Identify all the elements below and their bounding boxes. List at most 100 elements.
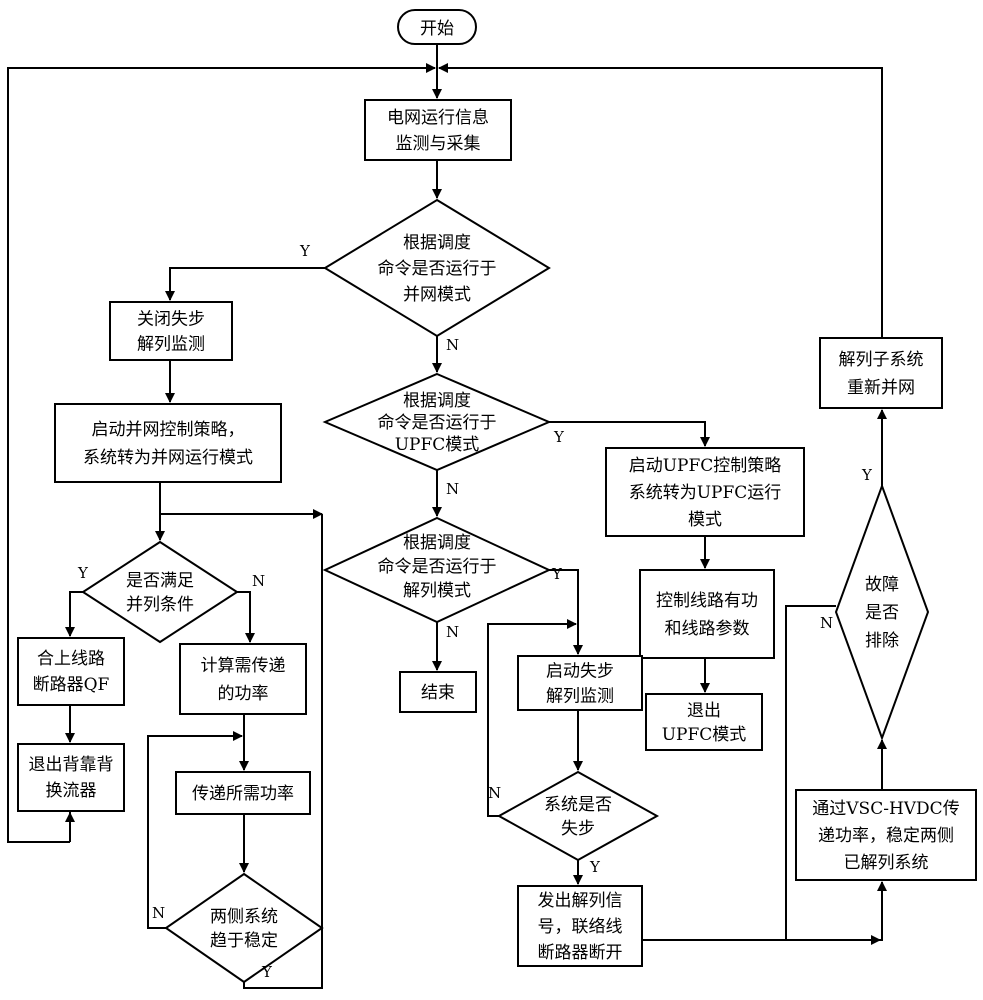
decision-parallel-diamond	[81, 540, 239, 644]
node-resync-line: 重新并网	[847, 378, 915, 398]
close-monitor-box	[109, 301, 233, 361]
node-decision-parallel-line: 并列条件	[126, 595, 194, 615]
node-send-split-line: 号，联络线	[538, 917, 623, 937]
node-decision-split-line: 解列模式	[403, 581, 471, 601]
label-oos-yes: Y	[589, 858, 601, 876]
edge-left-feedback	[7, 63, 436, 843]
node-start-oos-line: 启动失步	[546, 662, 614, 682]
node-start-upfc-text: 启动UPFC控制策略系统转为UPFC运行模式	[629, 456, 782, 530]
vsc-hvdc-box	[795, 789, 977, 881]
node-transfer-power-line: 传递所需功率	[192, 784, 294, 804]
node-monitor-text: 电网运行信息监测与采集	[387, 108, 489, 154]
edge-stable-no	[147, 731, 243, 929]
node-start-upfc-line: 模式	[688, 510, 722, 530]
label-fault-yes: Y	[861, 466, 873, 484]
edge-upfc-yes	[549, 421, 710, 447]
node-decision-oos-text: 系统是否失步	[544, 795, 612, 839]
label-parallel-yes: Y	[77, 564, 89, 582]
label-stable-no: N	[152, 904, 165, 922]
node-start-upfc-line: 系统转为UPFC运行	[629, 483, 782, 503]
node-decision-fault-line: 排除	[865, 631, 899, 651]
node-monitor-line: 电网运行信息	[387, 108, 489, 128]
node-decision-stable-line: 两侧系统	[210, 907, 278, 927]
node-start-line: 开始	[420, 19, 454, 39]
node-ctrl-line-line: 和线路参数	[665, 619, 750, 639]
node-send-split-line: 发出解列信	[538, 891, 623, 911]
edge-parallel-yes	[65, 591, 83, 637]
edge-grid-yes	[165, 267, 325, 301]
decision-fault-diamond	[834, 483, 930, 741]
close-breaker-box	[17, 637, 125, 706]
edge-split-vsc	[642, 881, 887, 941]
edge-fault-no	[785, 605, 881, 945]
edge-split-yes	[549, 569, 583, 655]
node-close-monitor-text: 关闭失步解列监测	[137, 310, 205, 355]
node-close-breaker-line: 合上线路	[37, 649, 105, 669]
label-oos-no: N	[488, 784, 501, 802]
label-stable-yes: Y	[261, 963, 273, 981]
start-grid-ctrl-box	[54, 403, 282, 483]
transfer-power-box	[175, 771, 311, 815]
node-vsc-hvdc-line: 通过VSC-HVDC传	[812, 799, 959, 819]
node-decision-oos-line: 失步	[561, 819, 595, 839]
start-oos-box	[517, 655, 643, 711]
node-exit-b2b-line: 换流器	[46, 781, 97, 801]
label-parallel-no: N	[252, 572, 265, 590]
decision-stable-diamond	[164, 872, 324, 984]
node-decision-fault-line: 是否	[865, 603, 899, 623]
node-resync-text: 解列子系统重新并网	[839, 350, 924, 398]
node-decision-upfc-line: 命令是否运行于	[378, 413, 497, 433]
node-close-breaker-text: 合上线路断路器QF	[33, 649, 110, 695]
end-box	[399, 671, 477, 713]
node-calc-power-text: 计算需传递的功率	[201, 656, 286, 704]
node-decision-fault-line: 故障	[865, 575, 899, 595]
node-calc-power-line: 的功率	[218, 684, 269, 704]
node-calc-power-line: 计算需传递	[201, 656, 286, 676]
node-start-text: 开始	[420, 19, 454, 39]
node-decision-parallel-line: 是否满足	[126, 571, 194, 591]
resync-box	[819, 337, 943, 409]
node-decision-oos-line: 系统是否	[544, 795, 612, 815]
node-decision-fault-text: 故障是否排除	[865, 575, 899, 651]
exit-upfc-box	[645, 693, 763, 751]
node-decision-parallel-text: 是否满足并列条件	[126, 571, 194, 615]
edge-stable-yes-loop	[243, 514, 323, 989]
node-close-breaker-line: 断路器QF	[33, 675, 110, 695]
node-vsc-hvdc-line: 已解列系统	[844, 853, 929, 873]
node-monitor-line: 监测与采集	[396, 134, 481, 154]
node-transfer-power-text: 传递所需功率	[192, 784, 294, 804]
node-ctrl-line-text: 控制线路有功和线路参数	[656, 591, 758, 639]
node-start-grid-ctrl-text: 启动并网控制策略，系统转为并网运行模式	[83, 420, 253, 468]
label-grid-no: N	[446, 336, 459, 354]
node-decision-upfc-line: UPFC模式	[395, 435, 480, 455]
node-decision-split-line: 根据调度	[403, 533, 471, 553]
node-start-oos-text: 启动失步解列监测	[546, 662, 614, 707]
node-decision-grid-line: 命令是否运行于	[378, 259, 497, 279]
node-start-oos-line: 解列监测	[546, 687, 614, 707]
label-split-yes: Y	[551, 565, 563, 583]
node-decision-split-text: 根据调度命令是否运行于解列模式	[378, 533, 497, 601]
node-start-upfc-line: 启动UPFC控制策略	[629, 456, 782, 476]
node-exit-b2b-line: 退出背靠背	[29, 755, 114, 775]
node-exit-upfc-line: UPFC模式	[662, 725, 747, 745]
node-vsc-hvdc-text: 通过VSC-HVDC传递功率，稳定两侧已解列系统	[812, 799, 959, 873]
node-ctrl-line-line: 控制线路有功	[656, 591, 758, 611]
node-decision-grid-text: 根据调度命令是否运行于并网模式	[378, 233, 497, 305]
node-decision-grid-line: 根据调度	[403, 233, 471, 253]
label-grid-yes: Y	[299, 242, 311, 260]
edge-parallel-no	[237, 591, 255, 643]
edge-oos-no	[487, 619, 577, 817]
edges	[7, 44, 887, 989]
node-end-text: 结束	[421, 683, 455, 703]
node-decision-stable-text: 两侧系统趋于稳定	[210, 907, 278, 951]
ctrl-line-box	[639, 569, 775, 659]
node-close-monitor-line: 解列监测	[137, 335, 205, 355]
calc-power-box	[179, 643, 307, 715]
node-texts: 开始电网运行信息监测与采集根据调度命令是否运行于并网模式关闭失步解列监测启动并网…	[29, 19, 960, 963]
node-decision-stable-line: 趋于稳定	[210, 931, 278, 951]
label-upfc-yes: Y	[553, 428, 565, 446]
